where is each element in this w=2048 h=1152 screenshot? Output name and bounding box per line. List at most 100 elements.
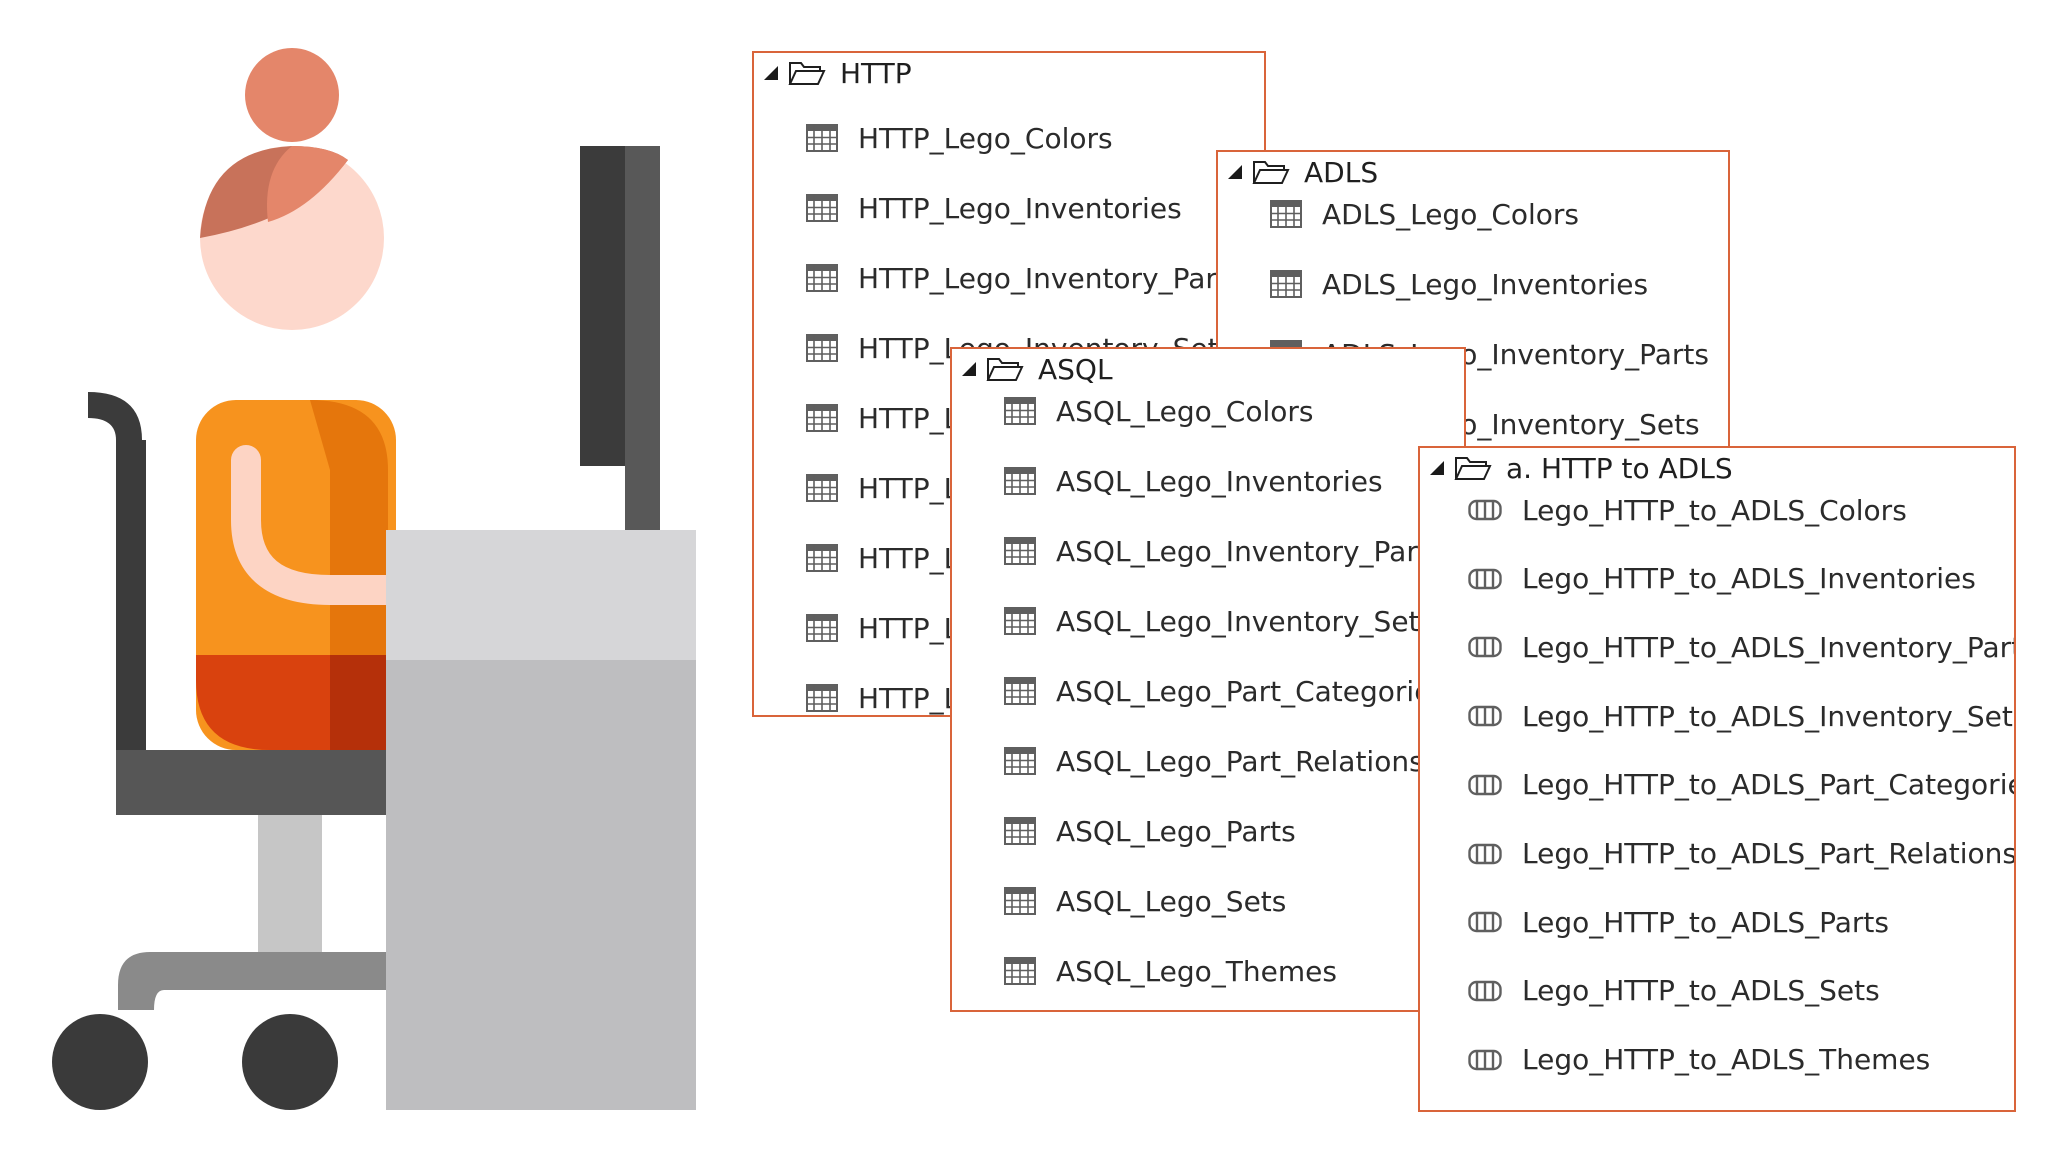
dataset-list-item[interactable]: HTTP_L: [754, 533, 1264, 583]
table-grid-icon: [1270, 270, 1302, 298]
table-grid-icon: [806, 474, 838, 502]
dataset-list-item[interactable]: ASQL_Lego_Inventory_Sets: [952, 596, 1464, 646]
pipeline-list-item[interactable]: Lego_HTTP_to_ADLS_Colors: [1420, 485, 2014, 535]
item-label: Lego_HTTP_to_ADLS_Inventory_Sets: [1522, 699, 2016, 733]
item-label: HTTP_Lego_Inventory_Parts: [858, 261, 1243, 295]
table-grid-icon: [1004, 397, 1036, 425]
table-grid-icon: [806, 194, 838, 222]
item-label: HTTP_L: [858, 401, 960, 435]
dataset-list-item[interactable]: HTTP_L: [754, 463, 1264, 513]
table-grid-icon: [1004, 887, 1036, 915]
item-label: HTTP_L: [858, 611, 960, 645]
dataset-list-item[interactable]: HTTP_Lego_Inventories: [754, 183, 1264, 233]
caret-expanded-icon[interactable]: [764, 66, 778, 80]
person-at-computer-illustration: [52, 48, 696, 1110]
item-label: ASQL_Lego_Inventory_Sets: [1056, 604, 1435, 638]
table-grid-icon: [806, 264, 838, 292]
table-grid-icon: [1270, 200, 1302, 228]
dataset-list-item[interactable]: ASQL_Lego_Colors: [952, 386, 1464, 436]
item-label: Lego_HTTP_to_ADLS_Part_Relationships: [1522, 837, 2016, 870]
table-grid-icon: [1004, 747, 1036, 775]
item-label: ASQL_Lego_Inventories: [1056, 464, 1383, 498]
item-label: Lego_HTTP_to_ADLS_Parts: [1522, 905, 1889, 939]
item-label: ASQL_Lego_Colors: [1056, 394, 1314, 428]
dataset-list-item[interactable]: ASQL_Lego_Parts: [952, 806, 1464, 856]
item-label: ADLS_Lego_Colors: [1322, 197, 1580, 231]
pipelines-folder-label: a. HTTP to ADLS: [1506, 451, 1733, 485]
pipeline-icon: [1468, 773, 1502, 797]
dataset-list-item[interactable]: ASQL_Lego_Sets: [952, 876, 1464, 926]
pipeline-list-item[interactable]: Lego_HTTP_to_ADLS_Part_Relationships: [1420, 829, 2014, 879]
dataset-list-item[interactable]: ASQL_Lego_Part_Relationships: [952, 736, 1464, 786]
http-folder-label: HTTP: [840, 56, 912, 90]
pipeline-list-item[interactable]: Lego_HTTP_to_ADLS_Inventories: [1420, 554, 2014, 604]
table-grid-icon: [806, 124, 838, 152]
pipeline-icon: [1468, 498, 1502, 522]
pipeline-icon: [1468, 979, 1502, 1003]
folder-open-icon: [1454, 457, 1492, 480]
item-label: HTTP_Lego_Colors: [858, 121, 1113, 155]
folder-open-icon: [788, 62, 826, 85]
pipeline-list-item[interactable]: Lego_HTTP_to_ADLS_Sets: [1420, 966, 2014, 1016]
dataset-list-item[interactable]: ASQL_Lego_Inventories: [952, 456, 1464, 506]
item-label: ASQL_Lego_Themes: [1056, 954, 1337, 988]
dataset-list-item[interactable]: ASQL_Lego_Themes: [952, 946, 1464, 996]
pipeline-icon: [1468, 842, 1502, 866]
folder-open-icon: [1252, 161, 1290, 184]
table-grid-icon: [806, 684, 838, 712]
item-label: Lego_HTTP_to_ADLS_Part_Categories: [1522, 768, 2016, 802]
dataset-list-item[interactable]: HTTP_Lego_Colors: [754, 113, 1264, 163]
pipeline-list-item[interactable]: Lego_HTTP_to_ADLS_Part_Categories: [1420, 760, 2014, 810]
adls-folder-header[interactable]: ADLS: [1218, 152, 1728, 192]
item-label: Lego_HTTP_to_ADLS_Inventories: [1522, 562, 1976, 596]
pipelines-folder-header[interactable]: a. HTTP to ADLS: [1420, 448, 2014, 488]
item-label: ASQL_Lego_Parts: [1056, 814, 1296, 848]
table-grid-icon: [1004, 677, 1036, 705]
table-grid-icon: [1004, 467, 1036, 495]
caret-expanded-icon[interactable]: [1430, 461, 1444, 475]
pipeline-list-item[interactable]: Lego_HTTP_to_ADLS_Inventory_Sets: [1420, 691, 2014, 741]
item-label: ASQL_Lego_Sets: [1056, 884, 1287, 918]
dataset-list-item[interactable]: ADLS_Lego_Colors: [1218, 189, 1728, 239]
pipeline-icon: [1468, 567, 1502, 591]
item-label: HTTP_Lego_Inventories: [858, 191, 1182, 225]
item-label: Lego_HTTP_to_ADLS_Inventory_Parts: [1522, 630, 2016, 664]
caret-expanded-icon[interactable]: [1228, 165, 1242, 179]
pipeline-icon: [1468, 1048, 1502, 1072]
table-grid-icon: [1004, 537, 1036, 565]
dataset-list-item[interactable]: HTTP_L: [754, 393, 1264, 443]
http-to-adls-pipelines-panel: a. HTTP to ADLS Lego_HTTP_to_ADLS_Colors…: [1418, 446, 2016, 1112]
dataset-list-item[interactable]: HTTP_L: [754, 603, 1264, 653]
table-grid-icon: [1004, 607, 1036, 635]
item-label: ADLS_Lego_Inventories: [1322, 267, 1649, 301]
pipeline-list-item[interactable]: Lego_HTTP_to_ADLS_Themes: [1420, 1035, 2014, 1085]
item-label: ASQL_Lego_Part_Relationships: [1056, 744, 1466, 778]
table-grid-icon: [806, 544, 838, 572]
table-grid-icon: [1004, 817, 1036, 845]
item-label: Lego_HTTP_to_ADLS_Colors: [1522, 493, 1907, 527]
item-label: HTTP_L: [858, 541, 960, 575]
pipeline-list-item[interactable]: Lego_HTTP_to_ADLS_Parts: [1420, 897, 2014, 947]
table-grid-icon: [1004, 957, 1036, 985]
item-label: HTTP_L: [858, 681, 960, 715]
http-folder-header[interactable]: HTTP: [754, 53, 1264, 93]
caret-expanded-icon[interactable]: [962, 362, 976, 376]
table-grid-icon: [806, 334, 838, 362]
dataset-list-item[interactable]: ASQL_Lego_Part_Categories: [952, 666, 1464, 716]
dataset-list-item[interactable]: HTTP_Lego_Inventory_Parts: [754, 253, 1264, 303]
item-label: Lego_HTTP_to_ADLS_Sets: [1522, 974, 1880, 1008]
asql-folder-header[interactable]: ASQL: [952, 349, 1464, 389]
pipeline-icon: [1468, 704, 1502, 728]
item-label: ASQL_Lego_Part_Categories: [1056, 674, 1447, 708]
dataset-list-item[interactable]: HTTP_L: [754, 673, 1264, 715]
dataset-list-item[interactable]: ASQL_Lego_Inventory_Parts: [952, 526, 1464, 576]
table-grid-icon: [806, 404, 838, 432]
dataset-list-item[interactable]: ADLS_Lego_Inventories: [1218, 259, 1728, 309]
item-label: ASQL_Lego_Inventory_Parts: [1056, 534, 1444, 568]
pipeline-icon: [1468, 635, 1502, 659]
pipeline-list-item[interactable]: Lego_HTTP_to_ADLS_Inventory_Parts: [1420, 622, 2014, 672]
asql-folder-label: ASQL: [1038, 352, 1113, 386]
table-grid-icon: [806, 614, 838, 642]
folder-open-icon: [986, 358, 1024, 381]
